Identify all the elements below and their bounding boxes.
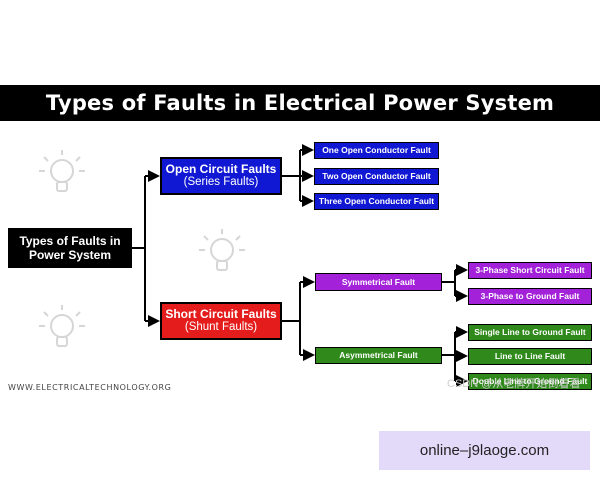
root-line2: Power System bbox=[28, 248, 112, 262]
asymmetrical-fault-node: Asymmetrical Fault bbox=[315, 347, 442, 364]
double-line-to-ground-node: Double Line to Ground Fault bbox=[468, 373, 592, 390]
page-title: Types of Faults in Electrical Power Syst… bbox=[0, 85, 600, 121]
one-open-conductor-node: One Open Conductor Fault bbox=[314, 142, 439, 159]
lightbulb-icon bbox=[199, 229, 245, 271]
line-to-line-node: Line to Line Fault bbox=[468, 348, 592, 365]
three-open-conductor-node: Three Open Conductor Fault bbox=[314, 193, 439, 210]
root-line1: Types of Faults in bbox=[19, 233, 121, 248]
three-phase-short-circuit-node: 3-Phase Short Circuit Fault bbox=[468, 262, 592, 279]
open-circuit-sub: (Series Faults) bbox=[183, 176, 259, 189]
single-line-to-ground-node: Single Line to Ground Fault bbox=[468, 324, 592, 341]
three-phase-to-ground-node: 3-Phase to Ground Fault bbox=[468, 288, 592, 305]
open-circuit-node: Open Circuit Faults (Series Faults) bbox=[160, 157, 282, 195]
short-circuit-node: Short Circuit Faults (Shunt Faults) bbox=[160, 302, 282, 340]
short-circuit-label: Short Circuit Faults bbox=[165, 306, 277, 321]
source-tag: online–j9laoge.com bbox=[379, 431, 590, 470]
lightbulb-icon bbox=[39, 150, 85, 192]
website-label: WWW.ELECTRICALTECHNOLOGY.ORG bbox=[8, 383, 172, 392]
two-open-conductor-node: Two Open Conductor Fault bbox=[314, 168, 439, 185]
lightbulb-icon bbox=[39, 305, 85, 347]
symmetrical-fault-node: Symmetrical Fault bbox=[315, 273, 442, 291]
root-node: Types of Faults in Power System bbox=[8, 228, 132, 268]
short-circuit-sub: (Shunt Faults) bbox=[184, 321, 258, 334]
csdn-watermark: CSDN @从老牌开始倒着看 bbox=[447, 378, 581, 390]
open-circuit-label: Open Circuit Faults bbox=[165, 161, 277, 176]
